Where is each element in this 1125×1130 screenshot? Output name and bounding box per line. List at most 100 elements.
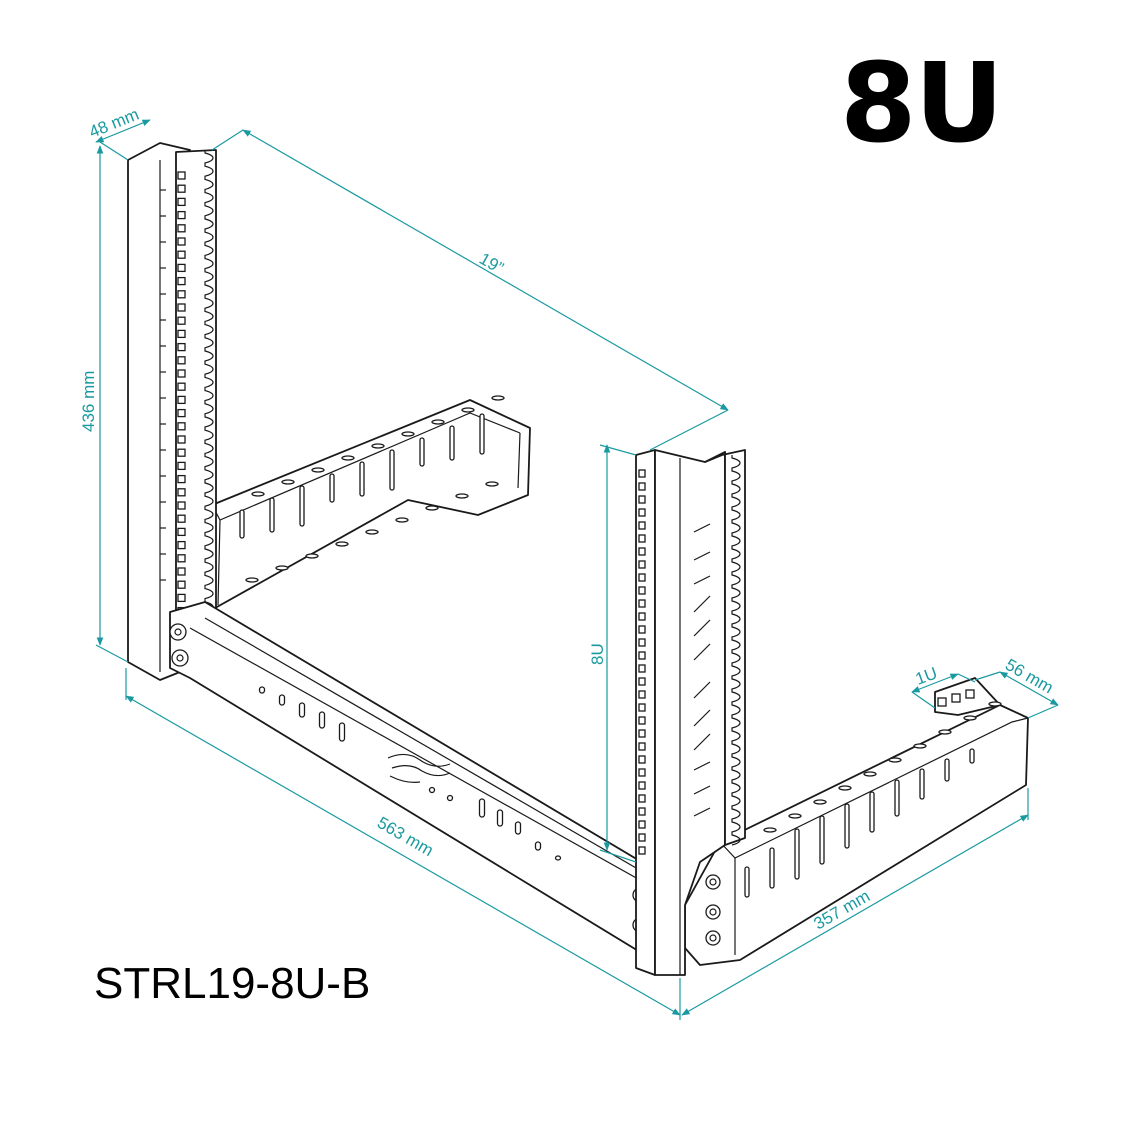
- slot: [298, 702, 306, 718]
- slot: [944, 758, 950, 782]
- square-hole: [177, 224, 186, 233]
- slot: [455, 493, 469, 499]
- square-hole: [177, 448, 186, 457]
- slot: [269, 497, 275, 533]
- slot: [919, 768, 925, 800]
- square-hole: [177, 527, 186, 537]
- square-hole: [177, 171, 186, 180]
- slot: [239, 509, 245, 539]
- square-hole: [177, 303, 186, 312]
- square-hole: [177, 276, 186, 286]
- square-hole: [177, 461, 186, 471]
- square-hole: [638, 586, 646, 595]
- square-hole: [638, 482, 646, 491]
- slot: [693, 575, 711, 585]
- dim-label-units: 8U: [588, 643, 607, 665]
- slot: [693, 785, 711, 795]
- square-hole: [177, 369, 186, 378]
- slot: [311, 467, 325, 473]
- dimension-48mm: 48 mm: [86, 105, 151, 161]
- slot: [341, 455, 355, 461]
- square-hole: [177, 237, 186, 246]
- square-hole: [638, 833, 646, 842]
- square-hole: [638, 690, 646, 699]
- square-hole: [638, 521, 646, 530]
- square-hole: [177, 342, 186, 352]
- slot: [258, 686, 266, 694]
- rivet: [446, 794, 454, 802]
- slot: [913, 743, 927, 749]
- square-hole: [638, 768, 646, 777]
- slot: [969, 748, 975, 764]
- slot: [788, 813, 802, 819]
- square-hole: [638, 742, 646, 751]
- square-hole: [177, 356, 186, 365]
- square-hole: [638, 560, 646, 569]
- square-hole: [638, 612, 646, 621]
- slot: [278, 694, 286, 706]
- slot: [693, 733, 711, 751]
- square-hole: [177, 580, 186, 589]
- slot: [693, 761, 711, 771]
- square-hole: [177, 474, 186, 484]
- slot: [938, 729, 952, 735]
- slot: [988, 701, 1002, 707]
- slot: [318, 711, 326, 729]
- slot: [461, 407, 475, 413]
- slot: [534, 841, 542, 851]
- slot: [449, 425, 455, 461]
- slot: [894, 779, 900, 817]
- square-hole: [638, 807, 646, 816]
- square-hole: [638, 495, 646, 504]
- slot: [819, 815, 825, 865]
- slot: [813, 799, 827, 805]
- square-hole: [177, 197, 186, 207]
- square-hole: [177, 514, 186, 523]
- square-hole: [638, 508, 646, 517]
- square-hole: [177, 290, 186, 299]
- dim-label-unit-pitch: 1U: [913, 663, 940, 688]
- square-hole: [638, 729, 646, 738]
- slot: [365, 529, 379, 535]
- slot: [693, 681, 711, 699]
- slot: [693, 709, 711, 727]
- slot: [275, 565, 289, 571]
- slot: [395, 517, 409, 523]
- square-hole: [177, 395, 186, 405]
- slot: [371, 443, 385, 449]
- square-hole: [638, 703, 646, 712]
- slot: [281, 479, 295, 485]
- slot: [431, 419, 445, 425]
- slot: [963, 715, 977, 721]
- slot: [693, 595, 711, 613]
- slot: [554, 855, 562, 861]
- dimension-436mm: 436 mm: [79, 145, 129, 663]
- dim-label-base-width: 56 mm: [1002, 655, 1057, 697]
- slot: [514, 821, 522, 835]
- square-hole: [638, 625, 646, 634]
- slot: [869, 791, 875, 833]
- dim-label-height: 436 mm: [79, 371, 98, 432]
- square-hole: [177, 408, 186, 418]
- slot: [479, 413, 485, 455]
- square-hole: [177, 567, 186, 576]
- slot: [401, 431, 415, 437]
- square-hole: [177, 184, 186, 193]
- square-hole: [177, 488, 186, 497]
- slot: [245, 577, 259, 583]
- slot: [485, 481, 499, 487]
- slot: [419, 437, 425, 467]
- rack-units-title: 8U: [840, 39, 1004, 167]
- square-hole: [638, 846, 646, 855]
- square-hole: [638, 469, 646, 478]
- square-hole: [638, 573, 646, 582]
- square-hole: [177, 210, 186, 220]
- square-hole: [638, 820, 646, 829]
- slot: [425, 505, 439, 511]
- left-post: [127, 142, 217, 681]
- square-hole: [638, 534, 646, 543]
- front-cross-rail: [169, 601, 656, 953]
- slot: [693, 523, 711, 533]
